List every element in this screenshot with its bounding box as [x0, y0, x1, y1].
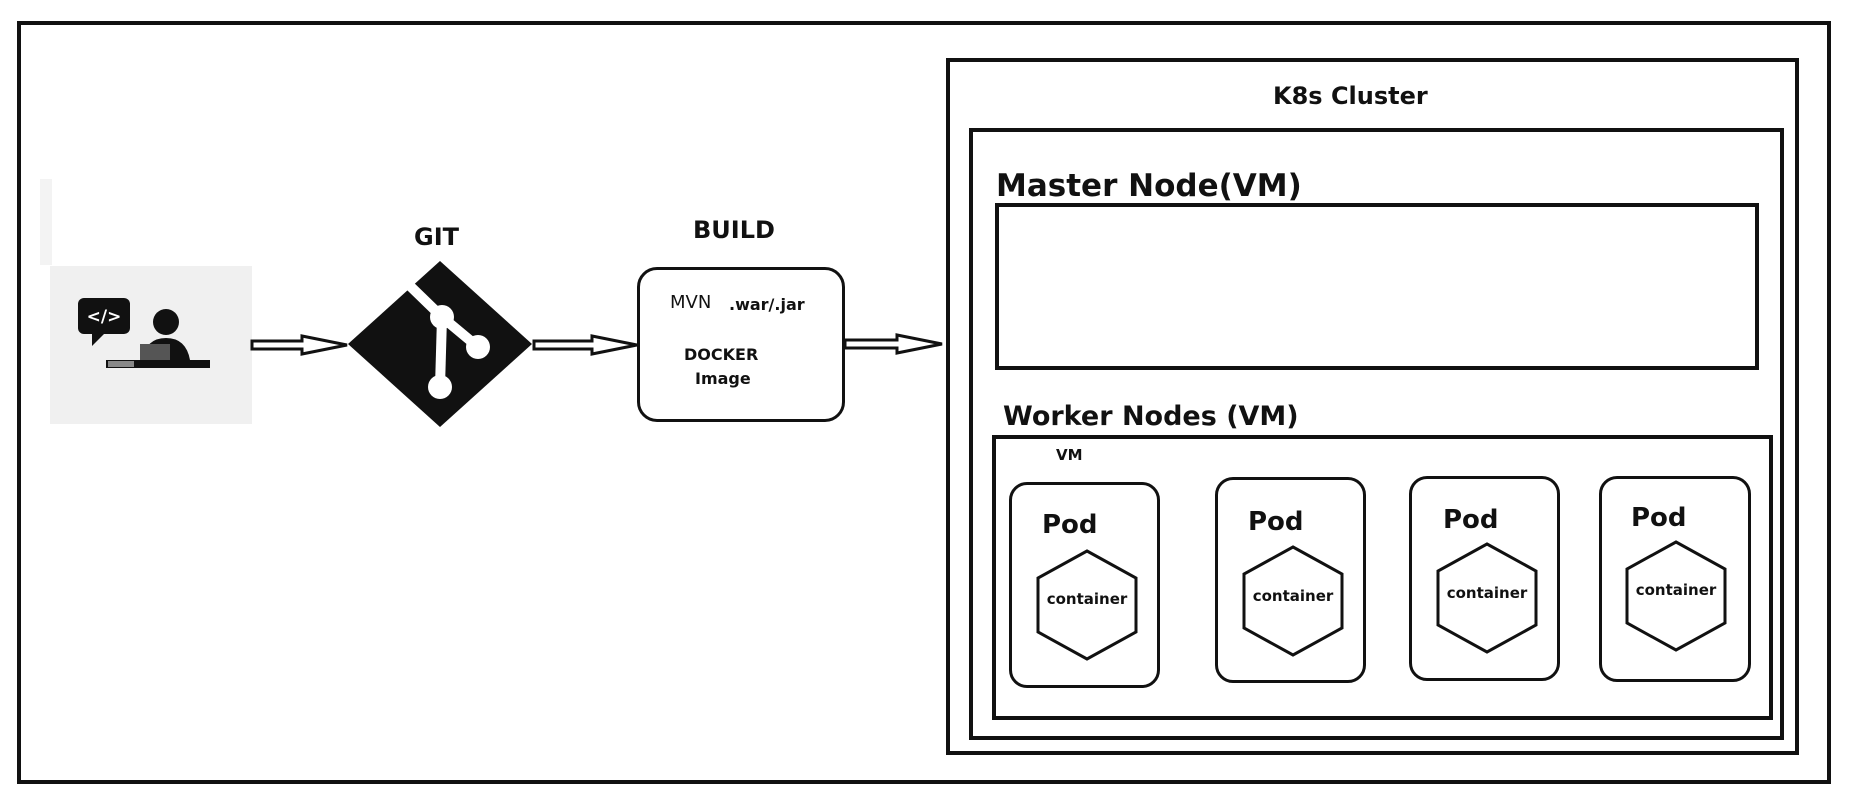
- pod-label: Pod: [1631, 503, 1687, 533]
- git-icon: [348, 261, 532, 427]
- pod-card: [1409, 476, 1560, 681]
- container-label: container: [1446, 584, 1528, 602]
- diagram-frame: [17, 21, 1831, 784]
- artifact-label: .war/.jar: [729, 295, 805, 314]
- container-hexagon-icon: [1436, 542, 1538, 654]
- container-hexagon-icon: [1625, 540, 1727, 652]
- pod-label: Pod: [1042, 510, 1098, 540]
- pod-label: Pod: [1248, 507, 1304, 537]
- arrow-git-to-build: [532, 334, 638, 356]
- container-label: container: [1252, 587, 1334, 605]
- master-node-label: Master Node(VM): [996, 168, 1302, 204]
- pod-card: [1215, 477, 1366, 683]
- container-label: container: [1635, 581, 1717, 599]
- container-label: container: [1046, 590, 1128, 608]
- k8s-cluster-title: K8s Cluster: [1273, 82, 1428, 110]
- pod-card: [1009, 482, 1160, 688]
- code-glyph: </>: [87, 307, 122, 327]
- developer-strip: [40, 179, 52, 265]
- worker-nodes-box: [992, 435, 1773, 720]
- vm-label: VM: [1056, 446, 1083, 464]
- mvn-label: MVN: [670, 292, 712, 313]
- docker-label: DOCKER: [684, 345, 759, 364]
- pod-label: Pod: [1443, 505, 1499, 535]
- build-title: BUILD: [693, 216, 775, 244]
- docker-image-label: Image: [695, 369, 751, 388]
- pod-card: [1599, 476, 1751, 682]
- arrow-build-to-cluster: [843, 333, 943, 355]
- master-node-box: [995, 203, 1759, 370]
- k8s-cluster-box: [946, 58, 1799, 755]
- worker-nodes-label: Worker Nodes (VM): [1003, 401, 1299, 432]
- arrow-dev-to-git: [250, 334, 348, 356]
- developer-coding-icon: </>: [78, 298, 210, 368]
- container-hexagon-icon: [1242, 545, 1344, 657]
- container-hexagon-icon: [1036, 549, 1138, 661]
- cluster-inner-box: [969, 128, 1784, 740]
- git-label: GIT: [414, 223, 459, 251]
